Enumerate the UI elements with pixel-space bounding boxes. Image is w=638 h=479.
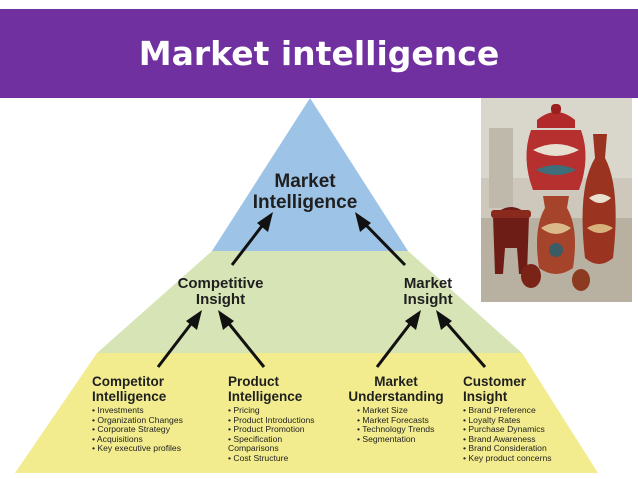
list-item: • Specification: [228, 433, 283, 444]
arrowhead: [436, 310, 452, 330]
list-item: • Acquisitions: [92, 433, 143, 444]
arrowhead: [257, 212, 273, 232]
label-customer-insight: Customer Insight: [463, 374, 527, 404]
arrow-competitive-to-market-intelligence: [230, 221, 267, 266]
list-item: • Market Forecasts: [357, 414, 429, 425]
label-line: Intelligence: [228, 388, 303, 404]
label-line: Insight: [403, 291, 453, 309]
label-market-insight: Market Insight: [378, 275, 478, 309]
label-line: Intelligence: [252, 191, 358, 213]
list-item: Comparisons: [228, 443, 279, 453]
market-understanding-list: • Market Size • Market Forecasts • Techn…: [357, 405, 435, 444]
list-item: • Brand Awareness: [463, 433, 536, 444]
arrows: [156, 220, 487, 368]
label-line: Insight: [463, 388, 508, 404]
competitor-intelligence-list: • Investments • Organization Changes • C…: [92, 405, 183, 454]
list-item: • Pricing: [228, 405, 260, 415]
arrowhead: [405, 310, 421, 330]
pyramid-tier-top: [212, 98, 408, 251]
list-item: • Brand Preference: [463, 405, 536, 415]
label-line: Intelligence: [92, 388, 167, 404]
list-item: • Brand Consideration: [463, 443, 547, 453]
list-item: • Organization Changes: [92, 414, 183, 425]
list-item: • Cost Structure: [228, 452, 289, 463]
label-competitive-insight: Competitive Insight: [163, 275, 278, 309]
list-item: • Product Promotion: [228, 424, 305, 434]
list-item: • Product Introductions: [228, 414, 315, 425]
vases-photo: [481, 98, 632, 302]
label-line: Market: [274, 171, 336, 192]
label-line: Customer: [463, 374, 527, 389]
label-market-understanding: Market Understanding: [341, 374, 451, 404]
arrow-product-to-competitive-insight: [224, 319, 266, 368]
list-item: • Purchase Dynamics: [463, 424, 545, 434]
arrowhead: [355, 212, 371, 232]
list-item: • Corporate Strategy: [92, 424, 171, 434]
list-item: • Key product concerns: [463, 452, 552, 463]
pyramid-tier-bottom: [15, 353, 598, 473]
arrow-market-understanding-to-market-insight: [375, 319, 415, 368]
arrow-competitor-to-competitive-insight: [156, 319, 196, 368]
label-competitor-intelligence: Competitor Intelligence: [92, 374, 167, 404]
label-line: Competitor: [92, 374, 164, 389]
list-item: • Market Size: [357, 405, 408, 415]
label-line: Market: [403, 275, 453, 292]
label-line: Product: [228, 374, 280, 389]
label-line: Competitive: [177, 275, 264, 292]
vases-illustration: [481, 98, 632, 302]
list-item: • Key executive profiles: [92, 443, 181, 453]
arrowhead: [186, 310, 202, 330]
label-line: Insight: [195, 291, 246, 309]
arrowhead: [218, 310, 234, 330]
arrow-market-insight-to-market-intelligence: [361, 220, 407, 267]
slide-title: Market intelligence: [138, 34, 500, 73]
list-item: • Segmentation: [357, 433, 416, 444]
arrowheads: [186, 212, 452, 330]
list-item: • Loyalty Rates: [463, 414, 521, 425]
list-item: • Technology Trends: [357, 424, 435, 434]
list-item: • Investments: [92, 405, 144, 415]
label-line: Market: [374, 374, 418, 389]
arrow-customer-to-market-insight: [442, 319, 487, 368]
product-intelligence-list: • Pricing • Product Introductions • Prod…: [228, 405, 315, 463]
label-market-intelligence: Market Intelligence: [220, 171, 390, 213]
title-bar: Market intelligence: [0, 9, 638, 98]
label-line: Understanding: [348, 388, 444, 404]
customer-insight-list: • Brand Preference • Loyalty Rates • Pur…: [463, 405, 552, 463]
label-product-intelligence: Product Intelligence: [228, 374, 303, 404]
